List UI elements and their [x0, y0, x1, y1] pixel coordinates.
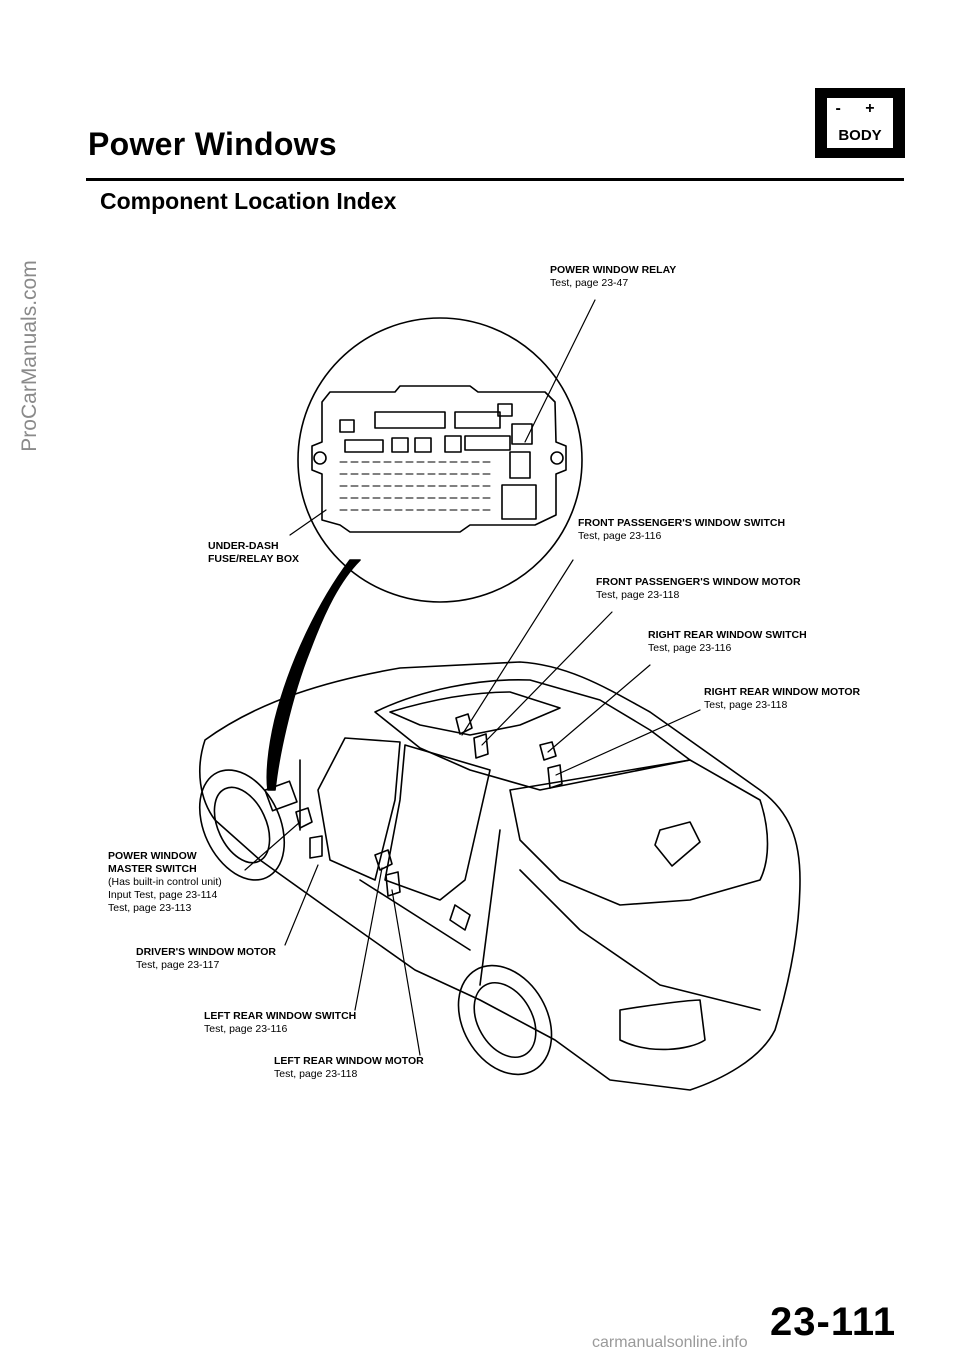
leader-driver-motor: [284, 864, 319, 946]
footer-watermark: carmanualsonline.info: [592, 1334, 748, 1351]
rear-window: [509, 759, 769, 906]
fusebox-mount-left: [313, 451, 327, 465]
front-pass-motor-test: Test, page 23-118: [596, 589, 680, 601]
fusebox-relay: [454, 411, 501, 429]
right-rear-switch-name: RIGHT REAR WINDOW SWITCH: [648, 629, 807, 641]
fusebox-line2: FUSE/RELAY BOX: [208, 553, 300, 565]
front-pass-switch-component: [455, 713, 473, 735]
battery-icon: - +: [835, 100, 885, 117]
rear-wheel-rim: [473, 982, 537, 1058]
master-switch-line2: MASTER SWITCH: [108, 863, 197, 875]
master-switch-line3: (Has built-in control unit): [108, 876, 222, 888]
sunroof: [389, 691, 561, 736]
leader-lines: [244, 299, 701, 1056]
page-title: Power Windows: [88, 126, 337, 162]
relay-label: POWER WINDOW RELAY Test, page 23-47: [550, 264, 676, 290]
car-illustration: [198, 661, 801, 1091]
power-window-relay: [509, 451, 531, 479]
front-pass-motor-name: FRONT PASSENGER'S WINDOW MOTOR: [596, 576, 801, 588]
door-seams: [299, 759, 501, 986]
left-rear-motor-name: LEFT REAR WINDOW MOTOR: [274, 1055, 424, 1067]
front-pass-motor-component: [473, 733, 489, 759]
fusebox-relay: [464, 435, 511, 451]
fusebox-relay: [344, 439, 384, 453]
driver-motor-test: Test, page 23-117: [136, 959, 220, 971]
master-switch-line5: Test, page 23-113: [108, 902, 192, 914]
front-wheel-rim: [213, 786, 271, 864]
leader-right-rear-switch: [547, 664, 651, 753]
left-rear-switch-test: Test, page 23-116: [204, 1023, 288, 1035]
leader-master-switch: [244, 821, 301, 871]
left-rear-switch-component: [374, 849, 393, 871]
fusebox-outline: [311, 385, 567, 533]
leader-front-pass-motor: [481, 611, 613, 746]
leader-left-rear-switch: [354, 867, 383, 1011]
driver-motor-name: DRIVER'S WINDOW MOTOR: [136, 946, 276, 958]
fusebox-callout-circle: [297, 317, 583, 603]
front-pass-switch-name: FRONT PASSENGER'S WINDOW SWITCH: [578, 517, 786, 529]
right-rear-switch-label: RIGHT REAR WINDOW SWITCH Test, page 23-1…: [648, 629, 807, 655]
right-rear-switch-test: Test, page 23-116: [648, 642, 732, 654]
fuel-door: [449, 904, 471, 931]
fusebox-relay: [501, 484, 537, 520]
front-pass-motor-label: FRONT PASSENGER'S WINDOW MOTOR Test, pag…: [596, 576, 801, 602]
left-rear-motor-label: LEFT REAR WINDOW MOTOR Test, page 23-118: [274, 1055, 424, 1081]
driver-motor-component: [309, 835, 323, 859]
left-rear-switch-name: LEFT REAR WINDOW SWITCH: [204, 1010, 357, 1022]
leader-relay: [524, 299, 596, 443]
fusebox-fuse: [497, 403, 513, 417]
leader-left-rear-motor: [391, 889, 421, 1056]
tail-light: [619, 999, 706, 1051]
rear-wheel: [457, 964, 553, 1076]
fusebox-detail: [297, 317, 583, 603]
left-rear-motor-component: [385, 871, 401, 897]
left-rear-switch-label: LEFT REAR WINDOW SWITCH Test, page 23-11…: [204, 1010, 356, 1036]
relay-name: POWER WINDOW RELAY: [550, 264, 677, 276]
fusebox-fuse: [414, 437, 432, 453]
page-number: 23-111: [770, 1300, 897, 1344]
badge-label: BODY: [838, 127, 882, 144]
right-rear-motor-test: Test, page 23-118: [704, 699, 788, 711]
fusebox-relay: [374, 411, 446, 429]
right-rear-motor-component: [547, 764, 563, 789]
fusebox-line1: UNDER-DASH: [208, 540, 279, 552]
fusebox-fuse: [444, 435, 462, 453]
section-subtitle: Component Location Index: [100, 188, 397, 214]
master-switch-line1: POWER WINDOW: [108, 850, 197, 862]
relay-test: Test, page 23-47: [550, 277, 629, 289]
fusebox-relay: [511, 423, 533, 445]
right-rear-motor-name: RIGHT REAR WINDOW MOTOR: [704, 686, 861, 698]
front-pass-switch-label: FRONT PASSENGER'S WINDOW SWITCH Test, pa…: [578, 517, 785, 543]
fusebox-fuse: [339, 419, 355, 433]
driver-motor-label: DRIVER'S WINDOW MOTOR Test, page 23-117: [136, 946, 276, 972]
car-body-outline: [199, 661, 801, 1091]
fusebox-label: UNDER-DASH FUSE/RELAY BOX: [208, 540, 299, 566]
badge-inner: - + BODY: [827, 98, 893, 148]
driver-motor-component: [295, 807, 313, 829]
rear-emblem: [654, 821, 701, 867]
left-rear-motor-test: Test, page 23-118: [274, 1068, 358, 1080]
right-rear-motor-label: RIGHT REAR WINDOW MOTOR Test, page 23-11…: [704, 686, 860, 712]
master-switch-line4: Input Test, page 23-114: [108, 889, 218, 901]
body-crease: [519, 869, 761, 1011]
leader-right-rear-motor: [555, 709, 701, 776]
front-door-window: [317, 737, 401, 881]
fusebox-location-pointer: [266, 559, 361, 791]
title-rule: [86, 178, 904, 181]
fusebox-fuse: [391, 437, 409, 453]
master-switch-component: [264, 780, 298, 812]
fusebox-mount-right: [550, 451, 564, 465]
car-roof: [374, 678, 691, 791]
leader-fusebox: [289, 509, 327, 536]
front-pass-switch-test: Test, page 23-116: [578, 530, 662, 542]
fusebox-terminal-rows: [339, 461, 491, 511]
section-badge: - + BODY: [815, 88, 905, 158]
leader-front-pass-switch: [461, 559, 574, 736]
rear-door-window: [384, 744, 491, 901]
master-switch-label: POWER WINDOW MASTER SWITCH (Has built-in…: [108, 850, 222, 915]
right-rear-switch-component: [539, 741, 557, 761]
